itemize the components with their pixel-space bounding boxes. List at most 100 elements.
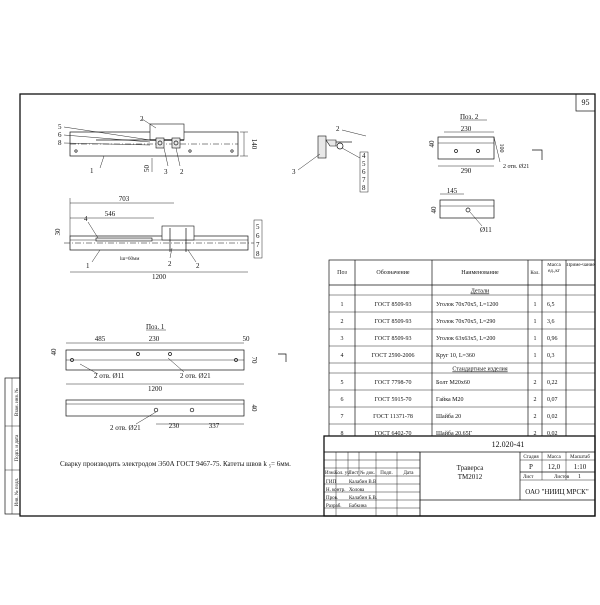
organization: ОАО "НИИЦ МРСК" — [525, 488, 589, 496]
spec-section-title: Детали — [471, 289, 490, 295]
callout-2-plan: 2 — [140, 115, 144, 123]
spec-cell-name: Уголок 70х70х5, L=1200 — [436, 302, 498, 308]
side-stamp: Взам. инв. № Подп. и дата Инв. № подл. — [4, 377, 21, 515]
dim-70-pos1: 70 — [250, 357, 258, 365]
callout-2b-plan: 2 — [180, 168, 184, 176]
dim-pos2-d11: Ø11 — [480, 226, 492, 234]
spec-cell-designation: ГОСТ 7798-70 — [375, 380, 412, 386]
spec-cell-qty: 2 — [534, 414, 537, 420]
spec-header-qty: Кол. — [530, 271, 539, 276]
title-block-role: Н. контр. — [326, 488, 345, 493]
dim-50: 50 — [143, 165, 151, 173]
dim-pos2-290: 290 — [461, 167, 472, 175]
callout-5-plan: 5 — [58, 123, 62, 131]
plan-view: 140 50 5 6 8 1 2 3 2 — [58, 115, 258, 176]
dim-pos2-230: 230 — [461, 125, 472, 133]
doc-code: 12.020-41 — [492, 440, 525, 449]
callout-2-front: 2 — [168, 260, 172, 268]
callout-4-end: 4 — [362, 152, 366, 160]
pos1-view: Поз. 1 485 230 50 40 70 2 отв. Ø11 2 отв… — [50, 323, 287, 432]
title-block-col-header: Дата — [404, 471, 415, 476]
title-block-person: Холова — [349, 488, 365, 493]
pos2-title: Поз. 2 — [460, 113, 479, 121]
spec-cell-pos: 2 — [341, 319, 344, 325]
welding-note: Сварку производить электродом Э50А ГОСТ … — [60, 460, 291, 468]
title-block-col-header: № док. — [360, 470, 375, 476]
spec-header-designation: Обозначение — [376, 269, 409, 276]
callout-3-plan: 3 — [164, 168, 168, 176]
stamp-inv: Инв. № подл. — [14, 478, 20, 507]
title-block-role: Пров. — [326, 496, 338, 501]
spec-cell-mass: 0,02 — [547, 414, 558, 420]
spec-cell-name: Круг 10, L=360 — [436, 353, 475, 359]
spec-cell-qty: 1 — [534, 336, 537, 342]
pos2-holes: 2 отв. Ø21 — [503, 164, 529, 170]
mass-header: Масса — [547, 455, 561, 460]
dim-pos2-145: 145 — [447, 187, 458, 195]
spec-cell-designation: ГОСТ 5915-70 — [375, 397, 412, 403]
holes-11: 2 отв. Ø11 — [94, 372, 125, 380]
dim-140: 140 — [250, 139, 258, 150]
sheet-header: Лист — [523, 475, 534, 480]
callout-6-end: 6 — [362, 168, 366, 176]
sheet-number: 95 — [582, 98, 590, 107]
dim-40-pos1: 40 — [50, 348, 58, 356]
callout-3-end: 3 — [292, 168, 296, 176]
specification-table: Поз Обозначение Наименование Кол. Масса … — [328, 259, 596, 437]
title-block-person: Калабин Б.В. — [349, 496, 377, 501]
stage-header: Стадия — [523, 455, 539, 460]
spec-cell-mass: 0,02 — [547, 431, 558, 437]
callout-6-plan: 6 — [58, 131, 62, 139]
callout-5-front: 5 — [256, 223, 260, 231]
dim-1200-pos1: 1200 — [148, 385, 163, 393]
spec-cell-mass: 0,07 — [547, 397, 558, 403]
stamp-vzam: Взам. инв. № — [14, 388, 20, 416]
title-block-col-header: Лист — [348, 471, 359, 476]
callout-2b-front: 2 — [196, 262, 200, 270]
title-block-col-header: Изм. — [325, 471, 335, 476]
title-block-role: ГИП — [326, 480, 337, 485]
callout-4-front: 4 — [84, 215, 88, 223]
dim-40-bottom: 40 — [250, 405, 258, 413]
spec-cell-name: Шайба 20.65Г — [436, 430, 473, 437]
callout-2-end: 2 — [336, 125, 340, 133]
spec-section-title: Стандартные изделия — [452, 367, 508, 373]
scale-header: Масштаб — [570, 455, 590, 460]
title-block-person: Бабкина — [349, 504, 367, 509]
spec-header-mass: Масса ед.,кг — [547, 263, 561, 274]
spec-cell-name: Уголок 63х63х5, L=200 — [436, 336, 495, 342]
spec-cell-name: Уголок 70х70х5, L=290 — [436, 319, 495, 325]
dim-485: 485 — [95, 335, 106, 343]
callout-5-end: 5 — [362, 160, 366, 168]
spec-cell-qty: 1 — [534, 353, 537, 359]
spec-cell-pos: 5 — [341, 380, 344, 386]
spec-cell-pos: 6 — [341, 397, 344, 403]
spec-cell-pos: 7 — [341, 414, 344, 420]
dim-546: 546 — [105, 210, 116, 218]
title-block-role: Разраб. — [326, 504, 342, 509]
spec-cell-designation: ГОСТ 8509-93 — [375, 336, 412, 342]
spec-cell-name: Гайка М20 — [436, 396, 464, 403]
callout-6-front: 6 — [256, 232, 260, 240]
spec-cell-qty: 2 — [534, 380, 537, 386]
dim-pos2-40b: 40 — [430, 206, 438, 214]
title-block-col-header: Подп. — [380, 471, 392, 476]
dim-pos2-100: 100 — [498, 144, 504, 153]
spec-cell-pos: 8 — [341, 431, 344, 437]
dim-337: 337 — [209, 422, 220, 430]
dim-30: 30 — [54, 228, 62, 236]
title-block-col-header: Кол. уч — [334, 471, 350, 476]
pos2-view: Поз. 2 230 40 290 100 2 отв. Ø21 145 40 … — [428, 113, 543, 234]
weld-length: lш=60мм — [120, 257, 140, 262]
title-block: 12.020-41 Траверса ТМ2012 Стадия Масса М… — [323, 435, 596, 517]
spec-cell-mass: 0,22 — [547, 380, 558, 386]
dim-230-bottom: 230 — [169, 422, 180, 430]
front-view: 703 546 30 1200 lш=60мм 4 1 2 2 5 6 7 8 — [54, 195, 263, 281]
spec-cell-name: Болт М20х60 — [436, 380, 470, 386]
spec-header-pos: Поз — [337, 270, 347, 276]
dim-pos2-40: 40 — [428, 140, 436, 148]
spec-cell-qty: 1 — [534, 319, 537, 325]
spec-cell-designation: ГОСТ 8509-93 — [375, 319, 412, 325]
